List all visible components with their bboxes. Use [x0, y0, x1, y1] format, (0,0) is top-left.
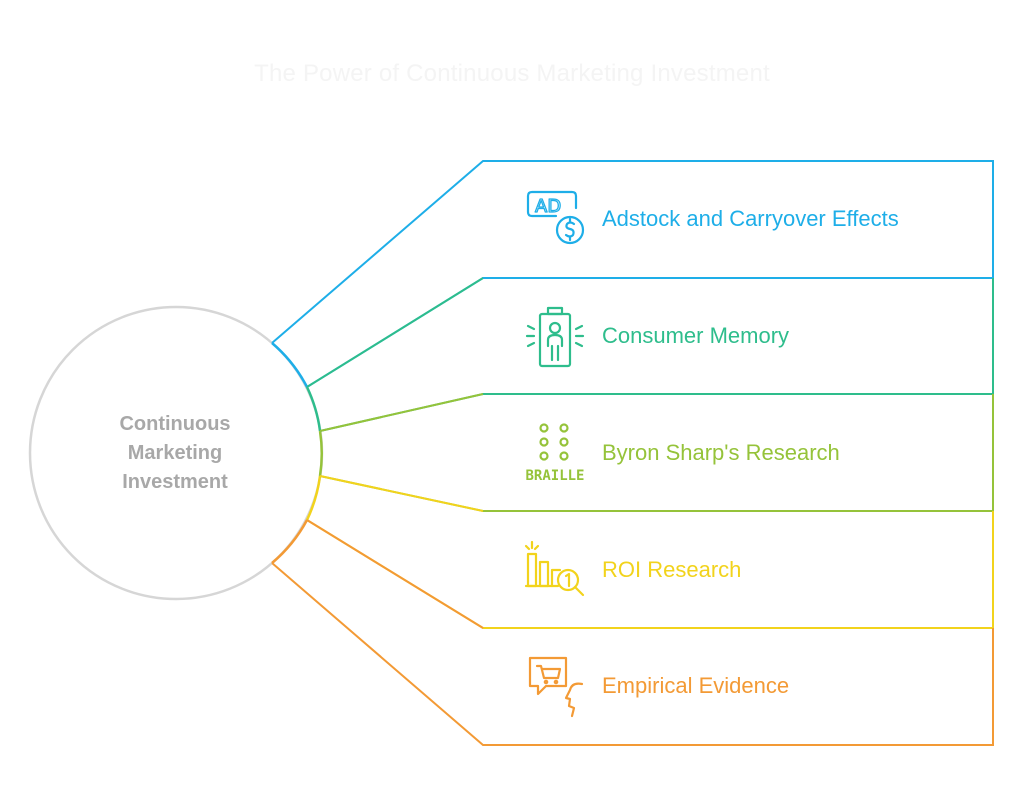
hub-arc-5	[271, 519, 309, 564]
svg-text:AD: AD	[535, 196, 561, 217]
branch-shape-4	[306, 475, 994, 629]
hub-label-line1: Continuous	[119, 413, 231, 435]
hub-label-line2: Marketing	[127, 442, 223, 464]
ad-dollar-icon: AD	[526, 190, 585, 245]
hub-label: Continuous Marketing Investment	[60, 410, 290, 497]
braille-icon: BRAILLE	[525, 423, 585, 484]
branch-label-byron-sharp: Byron Sharp's Research	[602, 440, 840, 465]
svg-text:BRAILLE: BRAILLE	[525, 468, 584, 484]
branch-shape-1	[271, 160, 994, 388]
hub-arc-4	[305, 475, 322, 521]
branch-shape-2	[306, 277, 994, 432]
branch-label-roi-research: ROI Research	[602, 557, 742, 582]
branch-shape-5	[271, 519, 994, 746]
diagram-title: The Power of Continuous Marketing Invest…	[254, 60, 770, 87]
branch-label-empirical-evidence: Empirical Evidence	[602, 673, 790, 698]
hub-label-line3: Investment	[122, 471, 228, 493]
hub-arc-2	[305, 386, 322, 432]
hub-arc-1	[271, 342, 309, 388]
branch-label-adstock: Adstock and Carryover Effects	[602, 206, 899, 231]
branch-label-consumer-memory: Consumer Memory	[602, 323, 790, 348]
bar-chart-search-icon	[524, 540, 585, 597]
hub-arc-3	[318, 430, 323, 477]
memory-person-icon	[525, 306, 585, 368]
cart-speech-face-icon	[528, 656, 584, 718]
